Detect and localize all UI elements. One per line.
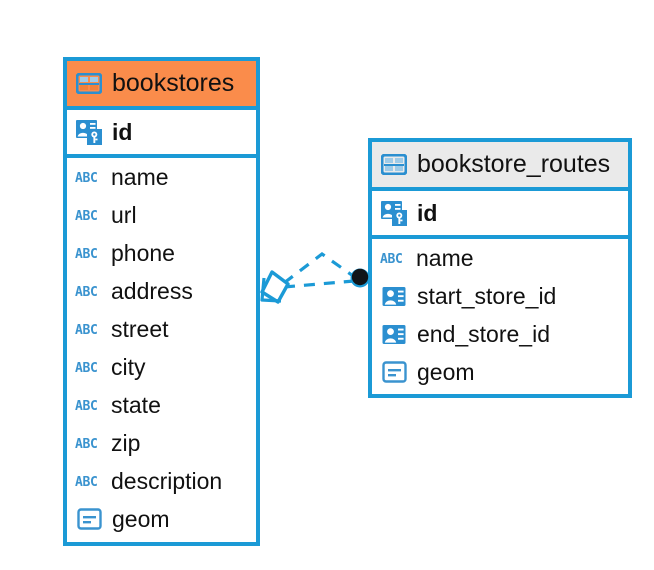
- relationship-line-upper: [283, 252, 357, 285]
- abc-text-icon: ABC: [75, 471, 102, 491]
- svg-text:ABC: ABC: [75, 475, 98, 489]
- relationship-target-endpoint: [350, 268, 370, 288]
- column-row-url[interactable]: ABC url: [67, 196, 256, 234]
- column-label: phone: [111, 239, 175, 266]
- column-label: start_store_id: [417, 282, 557, 309]
- column-row-geom[interactable]: geom: [372, 353, 628, 391]
- table-grid-icon: [380, 151, 408, 179]
- column-row-city[interactable]: ABC city: [67, 348, 256, 386]
- column-row-id[interactable]: id: [372, 191, 628, 239]
- column-label: name: [111, 163, 169, 190]
- primary-key-icon: [75, 118, 103, 146]
- column-row-description[interactable]: ABC description: [67, 462, 256, 500]
- geometry-icon: [75, 505, 103, 533]
- abc-text-icon: ABC: [75, 205, 102, 225]
- abc-text-icon: ABC: [75, 319, 102, 339]
- column-label: url: [111, 201, 137, 228]
- column-label: description: [111, 467, 223, 494]
- entity-bookstores-header[interactable]: bookstores: [67, 61, 256, 110]
- column-row-end-store-id[interactable]: end_store_id: [372, 315, 628, 353]
- entity-bookstore-routes-header[interactable]: bookstore_routes: [372, 142, 628, 191]
- column-row-street[interactable]: ABC street: [67, 310, 256, 348]
- abc-text-icon: ABC: [75, 167, 102, 187]
- column-label: id: [112, 118, 133, 145]
- column-label: zip: [111, 429, 141, 456]
- column-label: address: [111, 277, 193, 304]
- column-label: state: [111, 391, 161, 418]
- abc-text-icon: ABC: [75, 433, 102, 453]
- geometry-icon: [380, 358, 408, 386]
- svg-text:ABC: ABC: [75, 399, 98, 413]
- abc-text-icon: ABC: [75, 357, 102, 377]
- svg-text:ABC: ABC: [75, 361, 98, 375]
- column-label: id: [417, 199, 438, 226]
- entity-bookstore-routes-title: bookstore_routes: [417, 150, 611, 178]
- abc-text-icon: ABC: [75, 281, 102, 301]
- table-grid-icon: [75, 70, 103, 98]
- abc-text-icon: ABC: [75, 395, 102, 415]
- relationship-source-endpoint: [260, 270, 290, 304]
- svg-text:ABC: ABC: [75, 437, 98, 451]
- foreign-key-icon: [380, 320, 408, 348]
- column-row-name[interactable]: ABC name: [67, 158, 256, 196]
- column-label: geom: [112, 505, 170, 532]
- svg-text:ABC: ABC: [75, 247, 98, 261]
- svg-text:ABC: ABC: [75, 171, 98, 185]
- abc-text-icon: ABC: [75, 243, 102, 263]
- column-label: end_store_id: [417, 320, 550, 347]
- column-row-start-store-id[interactable]: start_store_id: [372, 277, 628, 315]
- svg-text:ABC: ABC: [75, 323, 98, 337]
- relationship-line-lower: [283, 279, 355, 289]
- entity-bookstore-routes[interactable]: bookstore_routes id: [368, 138, 632, 398]
- column-row-geom[interactable]: geom: [67, 500, 256, 538]
- column-label: street: [111, 315, 169, 342]
- column-label: geom: [417, 358, 475, 385]
- abc-text-icon: ABC: [380, 248, 407, 268]
- entity-bookstores[interactable]: bookstores id: [63, 57, 260, 546]
- foreign-key-icon: [380, 282, 408, 310]
- column-row-id[interactable]: id: [67, 110, 256, 158]
- column-label: city: [111, 353, 146, 380]
- column-row-phone[interactable]: ABC phone: [67, 234, 256, 272]
- svg-text:ABC: ABC: [75, 285, 98, 299]
- svg-text:ABC: ABC: [380, 252, 403, 266]
- svg-text:ABC: ABC: [75, 209, 98, 223]
- column-row-name[interactable]: ABC name: [372, 239, 628, 277]
- primary-key-icon: [380, 199, 408, 227]
- column-row-zip[interactable]: ABC zip: [67, 424, 256, 462]
- column-row-address[interactable]: ABC address: [67, 272, 256, 310]
- entity-bookstores-title: bookstores: [112, 69, 235, 97]
- column-row-state[interactable]: ABC state: [67, 386, 256, 424]
- column-label: name: [416, 244, 474, 271]
